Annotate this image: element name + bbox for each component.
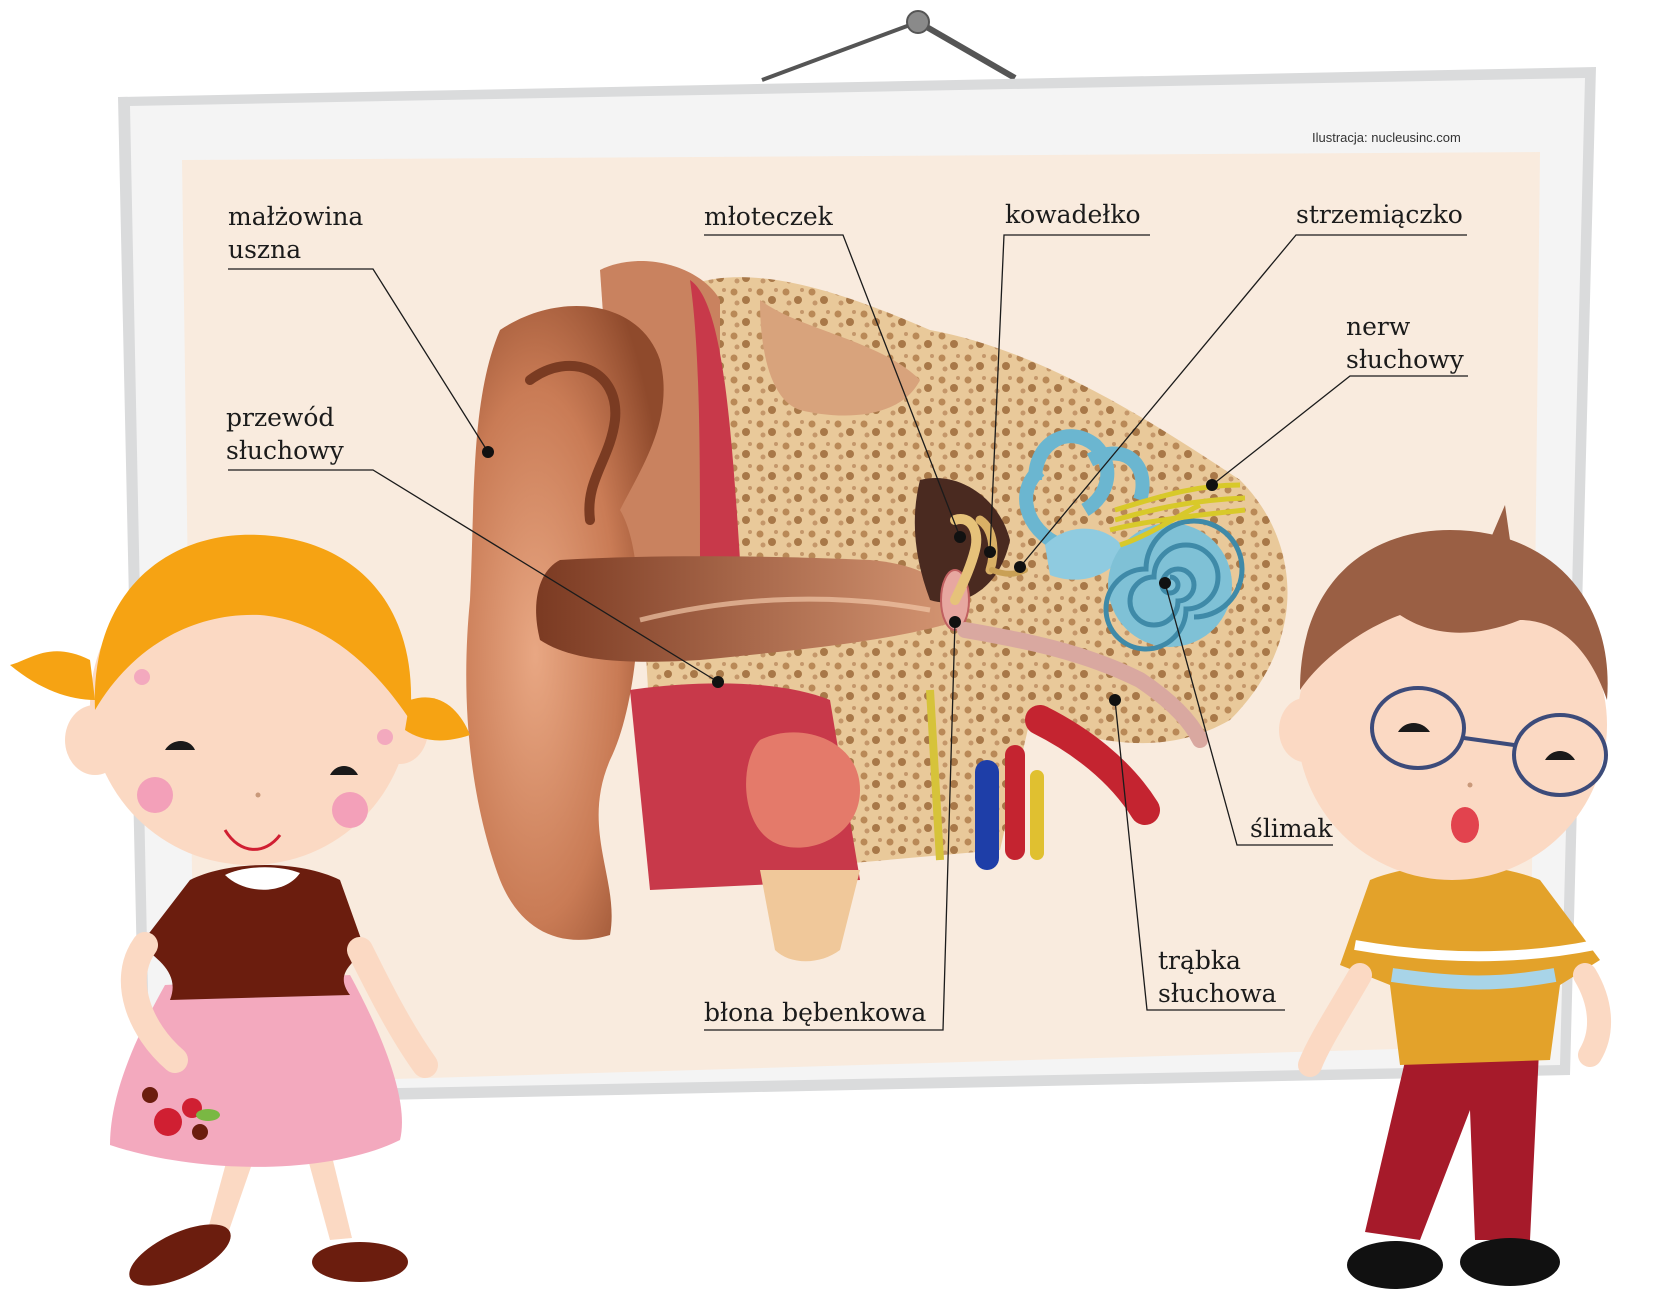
label-eustachian-tube-line2: słuchowa	[1158, 977, 1277, 1010]
label-auditory-nerve-line1: nerw	[1346, 310, 1464, 343]
label-eardrum: błona bębenkowa	[704, 996, 926, 1029]
label-ear-canal-line1: przewód	[226, 401, 344, 434]
label-cochlea: ślimak	[1250, 812, 1333, 845]
label-auditory-nerve: nerw słuchowy	[1346, 310, 1464, 376]
label-eustachian-tube: trąbka słuchowa	[1158, 944, 1277, 1010]
label-pinna-line1: małżowina	[228, 200, 363, 233]
label-incus: kowadełko	[1005, 198, 1141, 231]
illustration-credit: Ilustracja: nucleusinc.com	[1312, 130, 1461, 145]
label-pinna-line2: uszna	[228, 233, 363, 266]
label-eustachian-tube-line1: trąbka	[1158, 944, 1277, 977]
label-stapes: strzemiączko	[1296, 198, 1463, 231]
label-auditory-nerve-line2: słuchowy	[1346, 343, 1464, 376]
label-pinna: małżowina uszna	[228, 200, 363, 266]
label-ear-canal-line2: słuchowy	[226, 434, 344, 467]
hanging-string	[762, 11, 1015, 80]
label-ear-canal: przewód słuchowy	[226, 401, 344, 467]
label-malleus: młoteczek	[704, 200, 833, 233]
